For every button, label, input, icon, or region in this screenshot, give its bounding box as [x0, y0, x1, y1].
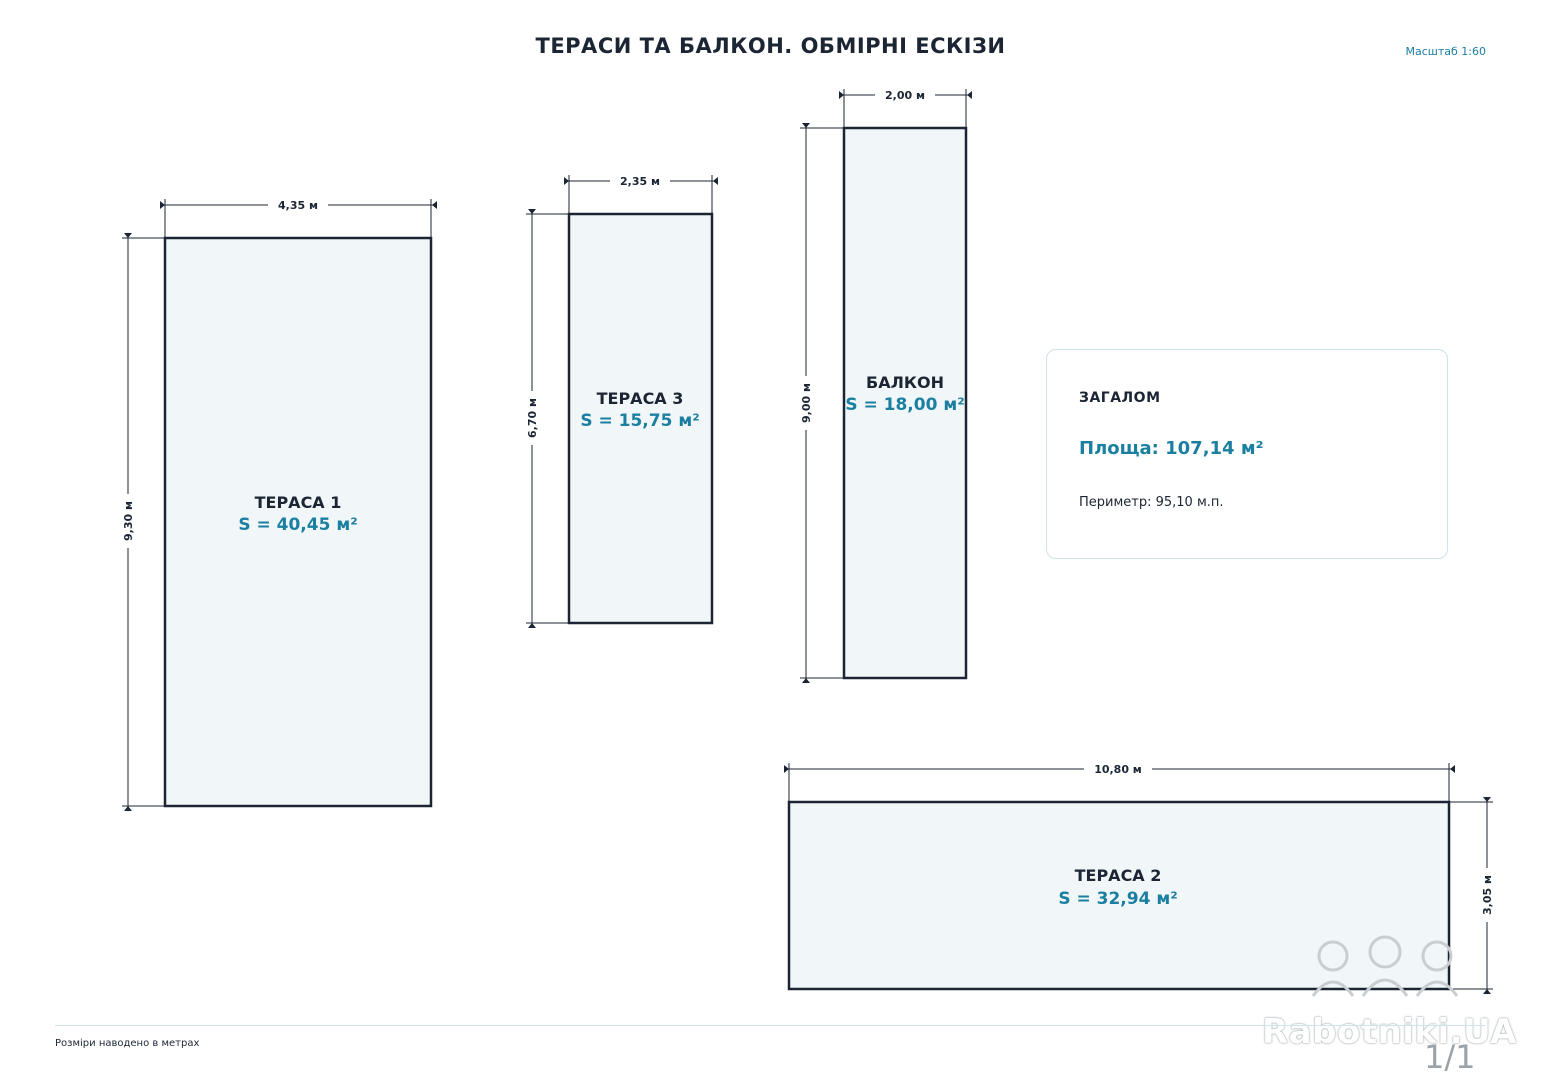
terrace-1-name: ТЕРАСА 1: [255, 493, 342, 512]
terrace-2-width-label: 10,80 м: [1094, 763, 1142, 776]
page-title: ТЕРАСИ ТА БАЛКОН. ОБМІРНІ ЕСКІЗИ: [535, 34, 1006, 58]
dimension-arrowheads: [124, 91, 1491, 994]
summary-total-area: Площа: 107,14 м²: [1079, 438, 1264, 459]
balcony: 2,00 м 9,00 м БАЛКОН S = 18,00 м²: [799, 88, 972, 683]
terrace-3-name: ТЕРАСА 3: [597, 389, 684, 408]
page-number: 1/1: [1424, 1038, 1476, 1076]
watermark-logo: [1311, 935, 1459, 997]
balcony-width-label: 2,00 м: [885, 89, 925, 102]
terrace-2: 10,80 м 3,05 м ТЕРАСА 2 S = 32,94 м²: [784, 762, 1494, 994]
balcony-name: БАЛКОН: [866, 373, 944, 392]
terrace-1-area: S = 40,45 м²: [238, 515, 357, 535]
balcony-height-label: 9,00 м: [800, 383, 813, 423]
watermark-text: Rabotniki.UA: [1262, 1012, 1517, 1052]
footer-divider: [55, 1025, 1485, 1026]
terrace-1: 4,35 м 9,30 м ТЕРАСА 1 S = 40,45 м²: [121, 198, 437, 811]
summary-heading: ЗАГАЛОМ: [1079, 390, 1161, 406]
terrace-2-height-label: 3,05 м: [1481, 875, 1494, 915]
balcony-area: S = 18,00 м²: [845, 395, 964, 415]
terrace-2-area: S = 32,94 м²: [1058, 889, 1177, 909]
scale-label: Масштаб 1:60: [1405, 45, 1486, 58]
terrace-3-area: S = 15,75 м²: [580, 411, 699, 431]
terrace-3: 2,35 м 6,70 м ТЕРАСА 3 S = 15,75 м²: [525, 174, 718, 628]
summary-panel: ЗАГАЛОМ Площа: 107,14 м² Периметр: 95,10…: [1046, 349, 1448, 559]
terrace-1-height-label: 9,30 м: [122, 501, 135, 541]
balcony-outline: [842, 126, 968, 680]
terrace-3-outline: [567, 212, 714, 625]
terrace-1-width-label: 4,35 м: [278, 199, 318, 212]
summary-perimeter: Периметр: 95,10 м.п.: [1079, 495, 1224, 510]
terrace-3-height-label: 6,70 м: [526, 398, 539, 438]
units-footnote: Розміри наводено в метрах: [55, 1038, 200, 1049]
terrace-2-name: ТЕРАСА 2: [1075, 866, 1162, 885]
terrace-3-width-label: 2,35 м: [620, 175, 660, 188]
terrace-2-outline: [787, 800, 1451, 991]
terrace-1-outline: [163, 236, 433, 808]
